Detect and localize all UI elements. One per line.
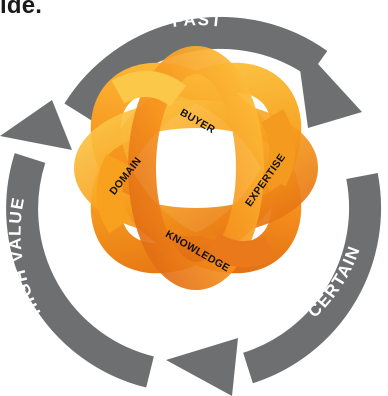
ring-arrow-top [64, 16, 362, 128]
knot-emblem [74, 46, 318, 290]
knot-overlap-4 [96, 154, 132, 234]
knot-overlap-2 [260, 109, 296, 187]
knot-ribbon-3 [74, 100, 318, 236]
arrowhead-bottom-icon [166, 338, 238, 396]
knot-overlap-1 [111, 70, 187, 107]
knot-overlap-3 [204, 232, 276, 267]
knot-center-gap [162, 134, 230, 202]
truncated-heading-text: ide. [0, 0, 43, 19]
ring-arrow-left [0, 100, 155, 388]
arrowhead-right-icon [296, 40, 362, 128]
ring-arrow-right [166, 172, 382, 396]
knot-ribbon-4 [128, 46, 264, 290]
cycle-label-fast: FAST [171, 10, 224, 31]
arrowhead-left-icon [0, 100, 72, 150]
